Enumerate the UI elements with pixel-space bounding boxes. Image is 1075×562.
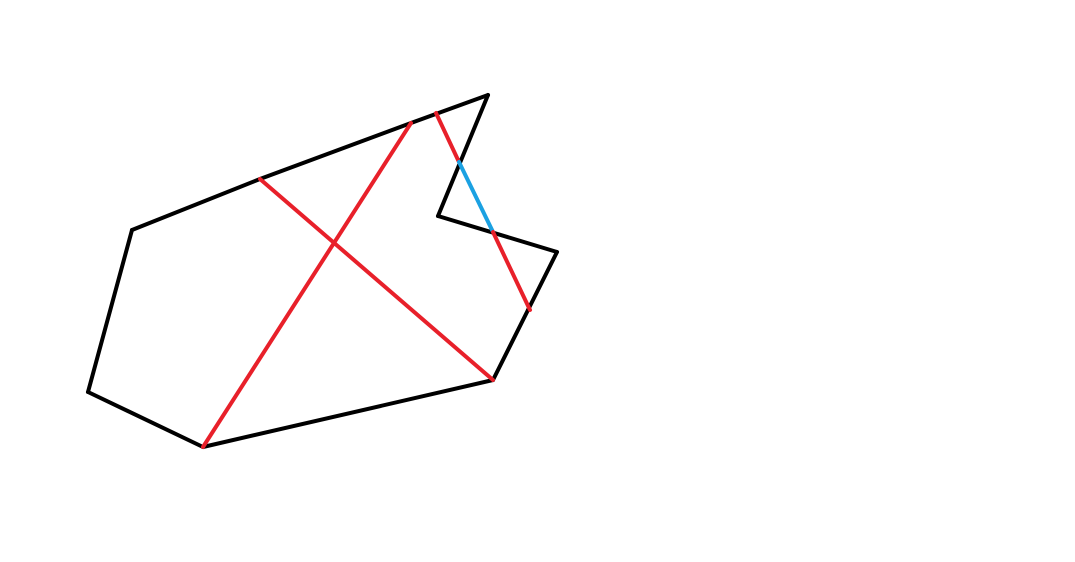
polygon-edge-8 [130,177,262,232]
polygon-edge-3 [526,250,559,312]
polygon-edge-7 [86,228,134,394]
polygon-edge-6 [86,390,205,449]
polygon-edge-2 [436,214,559,254]
polygon-edge-5 [201,378,495,449]
chord-a [258,177,495,382]
polygon-edge-4 [491,308,530,382]
chord-e [491,230,532,312]
polygon-edge-10 [409,93,490,125]
polygon-outline [86,93,559,449]
chord-b [201,121,413,449]
polygon-edge-9 [258,121,413,181]
chord-lines [201,111,532,449]
chord-d [457,160,495,234]
chord-c [434,111,461,164]
polygon-edge-1 [436,93,490,218]
